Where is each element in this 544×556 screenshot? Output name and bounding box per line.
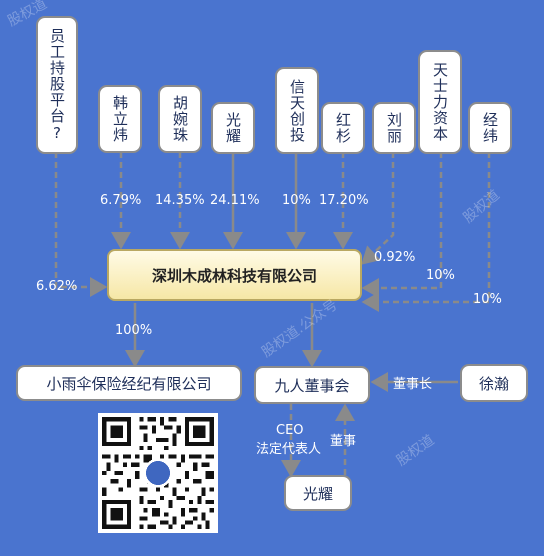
shareholder-matrix: 经纬 (468, 102, 512, 154)
pct-guang-yao: 24.11% (210, 193, 260, 208)
board-box: 九人董事会 (254, 366, 370, 404)
company-box: 深圳木成林科技有限公司 (107, 249, 362, 301)
pct-tasly-capital: 10% (426, 268, 455, 283)
shareholder-tasly-capital: 天士力资本 (418, 50, 462, 154)
pct-matrix: 10% (473, 292, 502, 307)
shareholder-xintian-capital: 信天创投 (275, 67, 319, 154)
shareholder-guang-yao: 光耀 (211, 102, 255, 154)
pct-subsidiary: 100% (115, 323, 153, 338)
qr-code-image (98, 413, 218, 533)
pct-liu-li: 0.92% (374, 250, 416, 265)
chairman-role-label: 董事长 (393, 377, 433, 392)
shareholder-hu-wanzhu: 胡婉珠 (158, 85, 202, 153)
ceo-box: 光耀 (284, 475, 352, 511)
shareholder-han-liwei: 韩立炜 (98, 85, 142, 153)
pct-employee-platform: 6.62% (36, 279, 78, 294)
chairman-box: 徐瀚 (460, 364, 528, 402)
ceo-role-label: CEO (276, 423, 304, 438)
pct-sequoia: 17.20% (319, 193, 369, 208)
shareholder-employee-platform: 员工持股平台? (36, 16, 78, 154)
legal-rep-label: 法定代表人 (256, 442, 322, 457)
pct-hu-wanzhu: 14.35% (155, 193, 205, 208)
shareholder-sequoia: 红杉 (321, 102, 365, 154)
pct-han-liwei: 6.79% (100, 193, 142, 208)
subsidiary-box: 小雨伞保险经纪有限公司 (16, 365, 242, 401)
director-label: 董事 (330, 434, 357, 449)
pct-xintian-capital: 10% (282, 193, 311, 208)
shareholder-liu-li: 刘丽 (372, 102, 416, 154)
